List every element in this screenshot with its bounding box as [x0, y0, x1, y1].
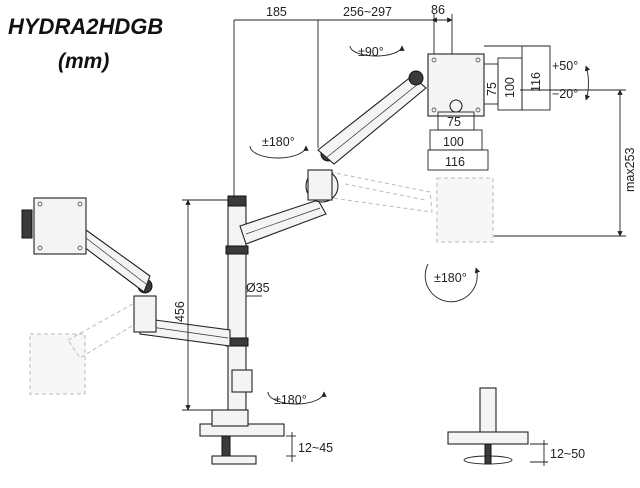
- vesa-hole: [431, 57, 437, 63]
- gas-spring-arm-edge: [325, 83, 419, 159]
- rot-swivel-top: ±90°: [358, 45, 384, 59]
- rot-tilt-up: +50°: [552, 59, 578, 73]
- base-swivel-arrow: [267, 391, 327, 405]
- dim-vesa-w-large: 116: [445, 155, 465, 169]
- pole-cap: [227, 195, 247, 207]
- ghost-screen-left: [29, 333, 86, 395]
- dim-pole-height: 456: [173, 301, 187, 322]
- clamp-bottom-plate: [211, 455, 257, 465]
- model-title: HYDRA2HDGB: [8, 14, 164, 39]
- arm-swivel-arrow: [249, 145, 309, 159]
- vesa-plate-right: [427, 53, 485, 117]
- screen-rotation-arrow: [424, 263, 481, 303]
- dim-depth: 86: [431, 3, 445, 17]
- dim-vesa-h-mid: 100: [503, 77, 517, 98]
- pole-collar-upper: [225, 245, 249, 255]
- unit-label: (mm): [58, 50, 110, 73]
- dim-top-reach-left: 185: [266, 5, 287, 19]
- dim-max-height: max253: [623, 147, 637, 192]
- vesa-hole: [475, 107, 481, 113]
- head-pivot: [408, 70, 424, 86]
- dim-vesa-h-small: 75: [485, 82, 499, 96]
- lower-gas-spring-arm-edge: [85, 237, 147, 285]
- rot-tilt-down: −20°: [552, 87, 578, 101]
- dim-pole-diameter: Ø35: [246, 281, 270, 295]
- vesa-plate-left: [33, 197, 87, 255]
- grommet-pole: [479, 387, 497, 435]
- cable-clip: [231, 369, 253, 393]
- dim-top-reach-right: 256~297: [343, 5, 392, 19]
- vesa-hole: [77, 201, 83, 207]
- ghost-screen-right: [436, 177, 494, 243]
- rotation-labels: ±90° ±180° +50° −20° ±180° ±180°: [262, 45, 578, 407]
- dim-vesa-w-mid: 100: [443, 135, 464, 149]
- dimension-labels: 185 256~297 86 75 100 116 75 100 116 max…: [173, 3, 637, 461]
- dim-clamp-range: 12~45: [298, 441, 333, 455]
- vesa-outline-w116: [427, 149, 489, 171]
- vesa-hole: [475, 57, 481, 63]
- vesa-hole: [431, 107, 437, 113]
- grommet-detail: [447, 387, 529, 465]
- rot-base-swivel: ±180°: [274, 393, 307, 407]
- grommet-washer: [463, 455, 513, 465]
- lower-elbow-post: [133, 295, 157, 333]
- lower-gas-spring-arm: [79, 229, 151, 293]
- lower-arm-left: [21, 197, 231, 347]
- arm-segment-horizontal-edge: [245, 207, 321, 235]
- clamp-body: [211, 409, 249, 427]
- dimension-lines: [182, 14, 626, 466]
- vesa-knob-right: [449, 99, 463, 113]
- gas-spring-arm: [317, 75, 427, 165]
- clamp-screw: [221, 435, 231, 459]
- vesa-hole: [37, 245, 43, 251]
- vesa-hole: [37, 201, 43, 207]
- dim-grommet-range: 12~50: [550, 447, 585, 461]
- tilt-arrow: [584, 65, 591, 101]
- vesa-hole: [77, 245, 83, 251]
- arm-segment-horizontal: [239, 199, 327, 245]
- pole-assembly: [199, 195, 285, 465]
- vesa-clip-left: [21, 209, 33, 239]
- dim-vesa-w-small: 75: [447, 115, 461, 129]
- swivel-top-arrow: [349, 45, 405, 57]
- rot-screen-rotation: ±180°: [434, 271, 467, 285]
- dim-vesa-h-large: 116: [529, 72, 543, 92]
- ghost-arm-right: [329, 171, 433, 213]
- grommet-top-plate: [447, 431, 529, 445]
- rotation-arrows: [249, 45, 591, 405]
- ghost-arm-right-line: [344, 183, 426, 201]
- upper-arm-right: [239, 53, 485, 245]
- elbow-post: [307, 169, 333, 201]
- rot-arm-swivel: ±180°: [262, 135, 295, 149]
- grommet-bolt: [484, 443, 492, 465]
